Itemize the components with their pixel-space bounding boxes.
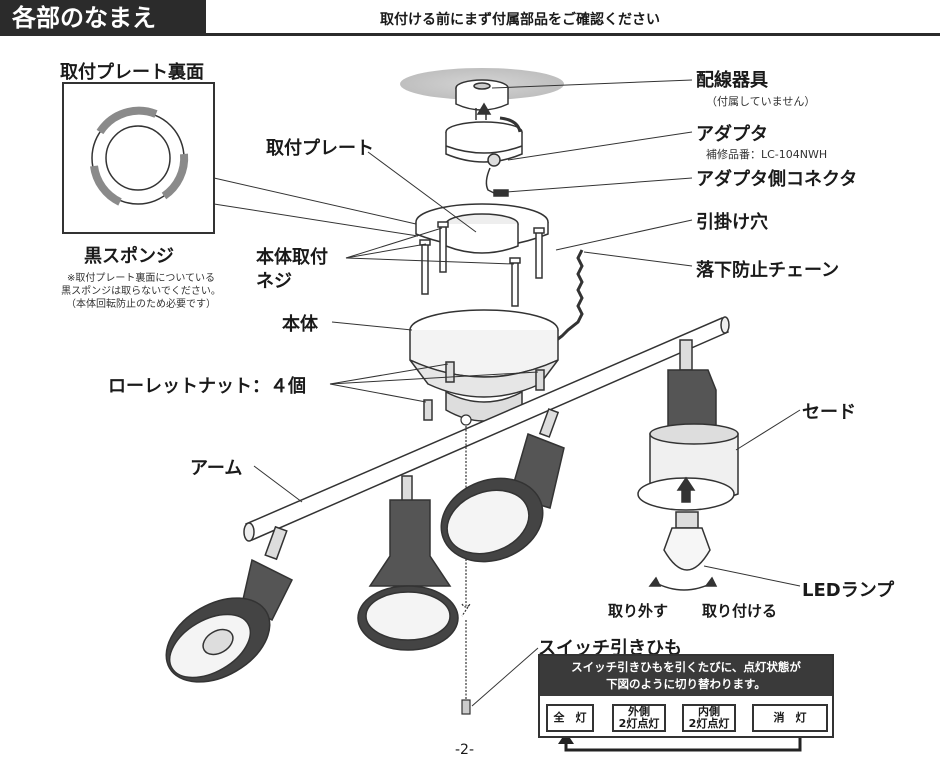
shade-label: セード <box>802 402 856 423</box>
hook-hole-label: 引掛け穴 <box>696 212 768 233</box>
sponge-note-line: （本体回転防止のため必要です） <box>66 299 216 310</box>
step-label: 2灯点灯 <box>618 717 660 730</box>
mount-screws <box>419 221 545 307</box>
step-off: 消 灯 <box>752 704 828 732</box>
leader-lines <box>213 79 801 707</box>
step-label: 外側 <box>628 705 650 718</box>
arm-label: アーム <box>190 458 243 479</box>
adapter-label: アダプタ <box>696 124 768 145</box>
sponge-ring-graphic <box>90 106 189 206</box>
led-lamp-label: LEDランプ <box>802 580 895 601</box>
black-sponge-label: 黒スポンジ <box>84 246 174 267</box>
mount-plate-label: 取付プレート <box>266 138 374 159</box>
spot-lamp-1 <box>165 525 294 683</box>
adapter <box>445 102 523 197</box>
mounting-plate <box>415 203 549 254</box>
step-label: 消 灯 <box>773 711 807 724</box>
step-label: 2灯点灯 <box>688 717 730 730</box>
spot-lamp-4 <box>637 339 739 511</box>
sponge-note: ※取付プレート裏面についている 黒スポンジは取らないでください。 （本体回転防止… <box>52 272 230 311</box>
spot-lamp-2 <box>357 475 459 651</box>
wiring-device-label: 配線器具 <box>696 70 768 91</box>
wiring-device <box>455 79 509 111</box>
body-screw-label: 本体取付 ネジ <box>256 246 328 294</box>
step-outer-two: 外側 2灯点灯 <box>612 704 666 732</box>
drop-chain <box>546 249 584 350</box>
step-all-on: 全 灯 <box>546 704 594 732</box>
pull-switch-label: スイッチ引きひも <box>538 638 682 659</box>
plate-back-inset <box>62 82 215 234</box>
arm-bar <box>243 316 730 542</box>
wiring-device-note: （付属していません） <box>706 95 816 108</box>
step-label: 内側 <box>698 705 720 718</box>
led-bulb <box>648 511 718 591</box>
sequence-header-line: スイッチ引きひもを引くたびに、点灯状態が <box>571 660 801 674</box>
knurled-nuts <box>423 361 545 421</box>
page-number: -2- <box>455 742 475 758</box>
return-arrowhead <box>558 732 574 744</box>
sponge-note-line: 黒スポンジは取らないでください。 <box>61 286 221 297</box>
drop-chain-label: 落下防止チェーン <box>696 260 840 281</box>
adapter-part-number: 補修品番：LC-104NWH <box>706 148 828 161</box>
plate-back-title: 取付プレート裏面 <box>60 62 204 83</box>
attach-label: 取り付ける <box>702 602 778 620</box>
sponge-note-line: ※取付プレート裏面についている <box>66 273 216 284</box>
step-inner-two: 内側 2灯点灯 <box>682 704 736 732</box>
pull-cord <box>460 414 472 715</box>
step-label: 全 灯 <box>553 711 587 724</box>
remove-label: 取り外す <box>608 602 669 620</box>
body-screw-line: 本体取付 <box>256 247 328 268</box>
body-label: 本体 <box>282 314 318 335</box>
page-subtitle: 取付ける前にまず付属部品をご確認ください <box>380 12 660 28</box>
page-title: 各部のなまえ <box>0 0 206 36</box>
switch-sequence-header: スイッチ引きひもを引くたびに、点灯状態が 下図のように切り替わります。 <box>540 656 832 696</box>
adapter-connector-label: アダプタ側コネクタ <box>696 169 858 190</box>
knurl-nut-label: ローレットナット：４個 <box>108 376 306 397</box>
body-screw-line: ネジ <box>256 271 292 292</box>
spot-lamp-3 <box>440 408 565 563</box>
title-rule <box>206 33 940 36</box>
sequence-header-line: 下図のように切り替わります。 <box>606 677 766 691</box>
